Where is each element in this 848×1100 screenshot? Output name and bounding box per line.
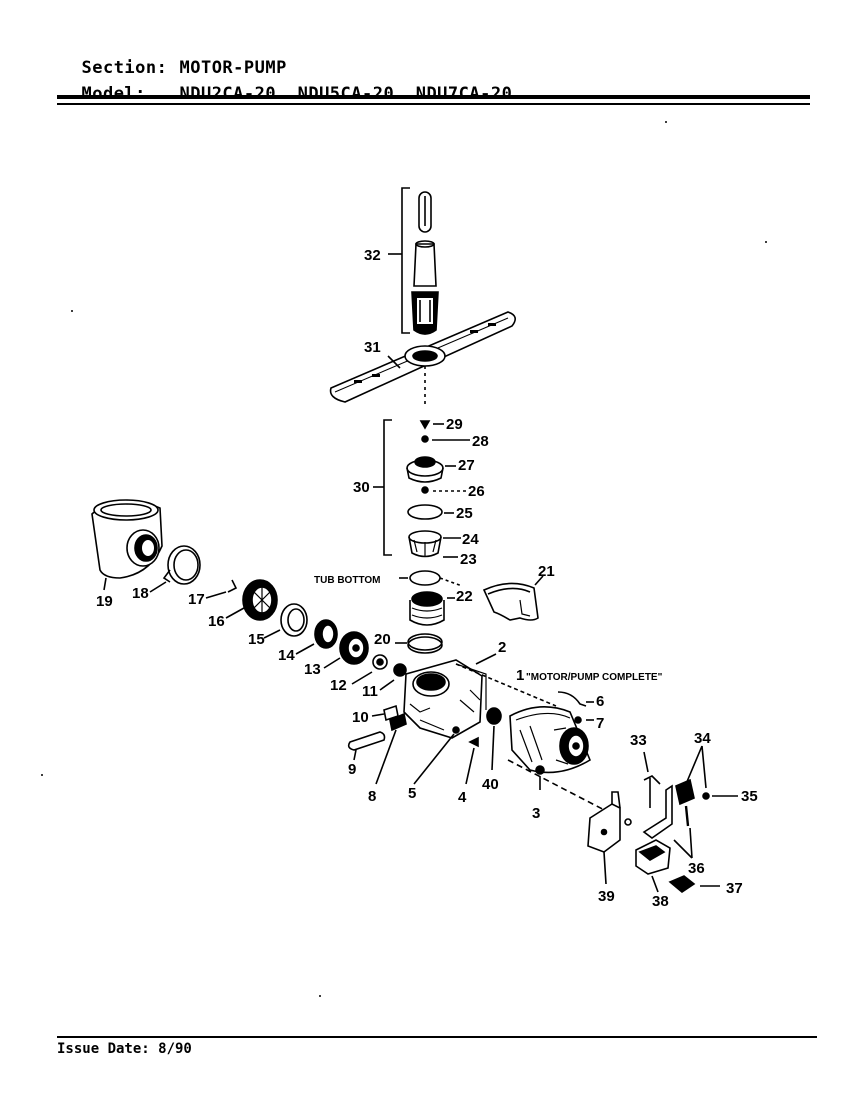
callout-11: 11 [362, 683, 378, 700]
part-34-36-switch [642, 745, 707, 859]
part-37-cap [668, 875, 720, 893]
part-1-motor [507, 706, 613, 815]
callout-5: 5 [408, 785, 416, 802]
callout-23: 23 [460, 551, 477, 568]
scan-specks [41, 121, 767, 997]
callout-1: 1 [516, 667, 524, 684]
part-8-9-10-hose [347, 704, 407, 785]
part-30-hub-assembly [373, 419, 470, 558]
callout-38: 38 [652, 893, 669, 910]
callout-29: 29 [446, 416, 463, 433]
part-22-collar [409, 591, 455, 626]
callout-16: 16 [208, 613, 225, 630]
part-32-wash-tube [388, 187, 439, 335]
part-14-seal [295, 619, 338, 655]
callout-14: 14 [278, 647, 295, 664]
header-rule-thin [57, 103, 810, 105]
callout-12: 12 [330, 677, 347, 694]
callout-9: 9 [348, 761, 356, 778]
part-16-17-impeller [205, 579, 278, 621]
callout-28: 28 [472, 433, 489, 450]
part-39-bracket [587, 791, 632, 885]
part-35-screw [702, 792, 738, 800]
callout-19: 19 [96, 593, 113, 610]
callout-7: 7 [596, 715, 604, 732]
callout-3: 3 [532, 805, 540, 822]
part-33-pin [643, 751, 661, 808]
part-13-cap [323, 631, 369, 669]
part-31-spray-arm [329, 311, 516, 408]
callout-13: 13 [304, 661, 321, 678]
motor-pump-complete-label: "MOTOR/PUMP COMPLETE" [526, 672, 663, 683]
callout-20: 20 [374, 631, 391, 648]
callout-21: 21 [538, 563, 555, 580]
callout-27: 27 [458, 457, 475, 474]
header-rule-thick [57, 95, 810, 99]
part-15-ring [263, 603, 308, 639]
callout-40: 40 [482, 776, 499, 793]
callout-31: 31 [364, 339, 381, 356]
part-11-12-fittings [351, 654, 407, 691]
tub-bottom-gasket [399, 570, 463, 587]
callout-15: 15 [248, 631, 265, 648]
callout-6: 6 [596, 693, 604, 710]
part-2-pump-body [403, 653, 557, 739]
section-label: Section: [81, 58, 168, 78]
callout-17: 17 [188, 591, 205, 608]
callout-22: 22 [456, 588, 473, 605]
part-38-housing [635, 839, 671, 893]
model-2: NDU5CA-20 [297, 84, 395, 104]
callout-36: 36 [688, 860, 705, 877]
model-1: NDU2CA-20 [179, 84, 277, 104]
part-19-housing [91, 499, 163, 591]
callout-34: 34 [694, 730, 711, 747]
callout-24: 24 [462, 531, 479, 548]
model-line: Model: NDU2CA-20 NDU5CA-20 NDU7CA-20 [60, 64, 512, 104]
part-4-5-screws [413, 726, 479, 785]
callout-33: 33 [630, 732, 647, 749]
part-40-bearing [486, 707, 502, 771]
part-20-clamp [395, 633, 443, 654]
section-line: Section: MOTOR-PUMP [60, 38, 287, 78]
callout-37: 37 [726, 880, 743, 897]
callout-35: 35 [741, 788, 758, 805]
callout-25: 25 [456, 505, 473, 522]
callout-26: 26 [468, 483, 485, 500]
part-6-7-clips [557, 691, 594, 724]
footer-rule [57, 1036, 817, 1038]
callout-30: 30 [353, 479, 370, 496]
callout-4: 4 [458, 789, 467, 806]
callout-2: 2 [498, 639, 506, 656]
callout-32: 32 [364, 247, 381, 264]
model-3: NDU7CA-20 [415, 84, 513, 104]
callout-18: 18 [132, 585, 149, 602]
model-label: Model: [81, 84, 146, 104]
callout-39: 39 [598, 888, 615, 905]
tub-bottom-label: TUB BOTTOM [314, 575, 380, 586]
part-21-elbow [482, 575, 544, 621]
section-value: MOTOR-PUMP [179, 58, 287, 78]
part-18-clamp-ring [149, 545, 201, 593]
callout-10: 10 [352, 709, 369, 726]
issue-date: Issue Date: 8/90 [57, 1041, 192, 1057]
callout-8: 8 [368, 788, 376, 805]
